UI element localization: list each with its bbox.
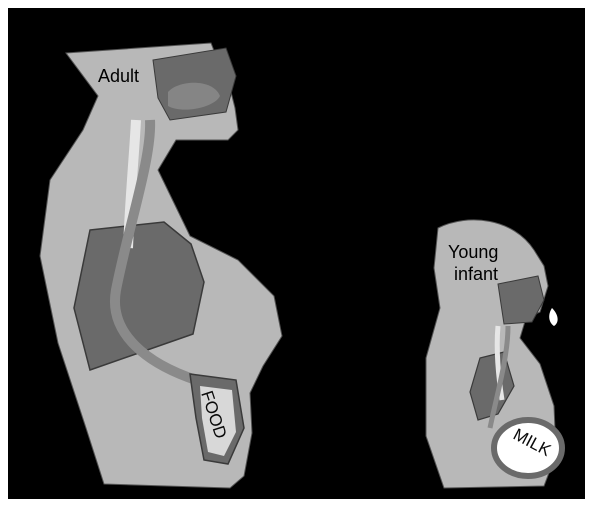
anatomy-diagram: Adult FOOD Young infant MILK [8, 8, 585, 499]
infant-label-line1: Young [448, 242, 498, 262]
infant-label-line2: infant [454, 264, 498, 284]
milk-drop-icon [549, 308, 557, 326]
infant-head-cavity [498, 276, 544, 324]
adult-figure: Adult FOOD [40, 43, 282, 488]
diagram-canvas: Adult FOOD Young infant MILK [8, 8, 585, 499]
adult-label: Adult [98, 66, 139, 86]
infant-figure: Young infant MILK [426, 220, 562, 488]
